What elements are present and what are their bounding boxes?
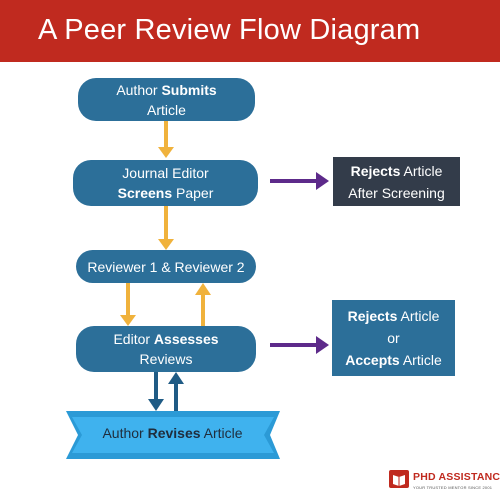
revise-banner-label: Author Revises Article (102, 425, 243, 441)
page-title: A Peer Review Flow Diagram (38, 14, 421, 46)
header-bar: A Peer Review Flow Diagram (0, 0, 500, 62)
logo-name: PHD ASSISTANCE (413, 471, 500, 483)
phd-assistance-logo: PHD ASSISTANCE YOUR TRUSTED MENTOR SINCE… (389, 468, 500, 496)
arrow-assess-to-reviewers (195, 283, 211, 326)
arrow-assess-to-revise (148, 372, 164, 411)
arrow-submit-to-screen (158, 121, 174, 158)
arrow-assess-to-decision (270, 336, 329, 354)
arrow-reviewers-to-assess (120, 283, 136, 326)
node-author-submits: Author Submits Article (78, 78, 255, 121)
outcome-decision: Rejects Article or Accepts Article (332, 300, 455, 376)
arrow-screen-to-reject (270, 172, 329, 190)
logo-tagline: YOUR TRUSTED MENTOR SINCE 2001 (413, 485, 493, 490)
arrow-screen-to-reviewers (158, 206, 174, 250)
arrow-revise-to-assess (168, 372, 184, 411)
outcome-reject-after-screening: Rejects Article After Screening (333, 157, 460, 206)
node-editor-assesses: Editor Assesses Reviews (76, 326, 256, 372)
node-editor-screens: Journal Editor Screens Paper (73, 160, 258, 206)
node-reviewers: Reviewer 1 & Reviewer 2 (76, 250, 256, 283)
book-icon (389, 470, 409, 488)
